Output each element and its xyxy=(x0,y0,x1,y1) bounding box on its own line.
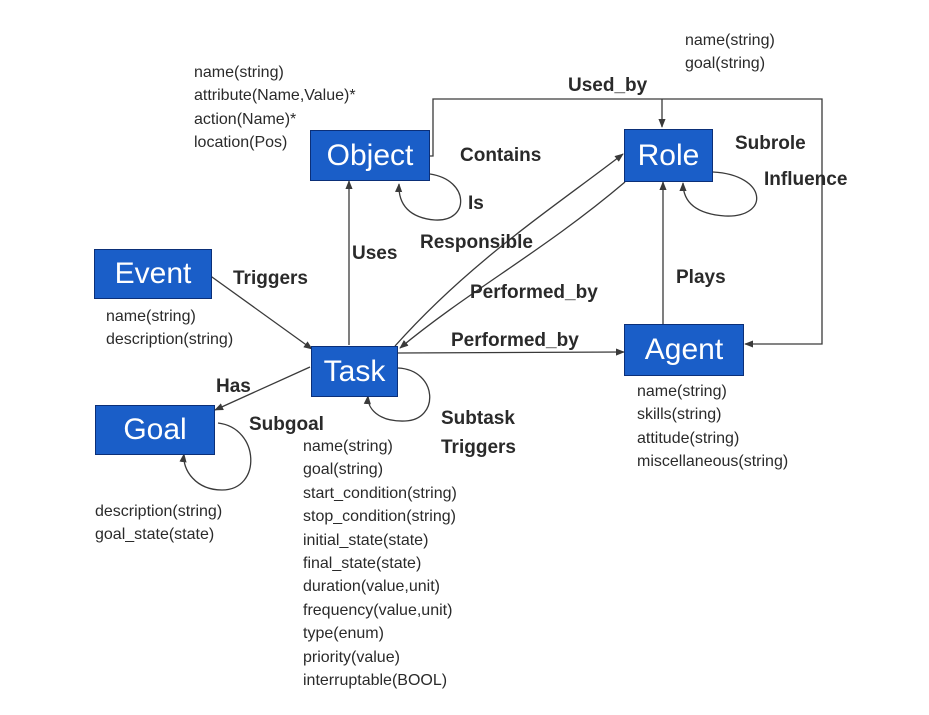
performed-by-role-label: Performed_by xyxy=(470,282,598,303)
subtask-label: Subtask xyxy=(441,408,515,429)
attribute-item: initial_state(state) xyxy=(303,531,429,549)
triggers-label: Triggers xyxy=(233,268,308,289)
is-label: Is xyxy=(468,193,484,214)
goal-self-loop xyxy=(179,422,252,491)
responsible-connector xyxy=(394,153,624,347)
attribute-item: duration(value,unit) xyxy=(303,578,440,596)
goal-entity[interactable]: Goal xyxy=(95,405,215,455)
attribute-item: start_condition(string) xyxy=(303,484,457,502)
role-entity[interactable]: Role xyxy=(624,129,713,182)
triggers-connector xyxy=(204,271,313,350)
object-entity[interactable]: Object xyxy=(310,130,430,181)
event-entity[interactable]: Event xyxy=(94,249,212,299)
attribute-item: attitude(string) xyxy=(637,429,740,447)
attribute-item: skills(string) xyxy=(637,406,722,424)
task-entity[interactable]: Task xyxy=(311,346,398,397)
task-self-loop xyxy=(363,367,431,422)
used-by-label: Used_by xyxy=(568,75,648,96)
object-attributes: name(string) attribute(Name,Value)* acti… xyxy=(194,61,356,155)
role-attributes: name(string) goal(string) xyxy=(685,29,775,76)
has-connector xyxy=(214,366,311,411)
attribute-item: location(Pos) xyxy=(194,134,288,152)
attribute-item: description(string) xyxy=(106,331,234,349)
role-self-loop xyxy=(679,171,758,217)
attribute-item: attribute(Name,Value)* xyxy=(194,87,356,105)
influence-label: Influence xyxy=(764,169,848,190)
agent-entity[interactable]: Agent xyxy=(624,324,744,376)
attribute-item: description(string) xyxy=(95,503,223,520)
agent-attributes: name(string) skills(string) attitude(str… xyxy=(637,380,788,474)
object-self-loop xyxy=(395,173,462,221)
attribute-item: action(Name)* xyxy=(194,110,297,128)
performed-by-role-connector xyxy=(399,181,626,349)
attribute-item: name(string) xyxy=(194,64,284,81)
contains-label: Contains xyxy=(460,145,542,166)
uses-label: Uses xyxy=(352,243,398,264)
plays-label: Plays xyxy=(676,267,726,288)
attribute-item: goal_state(state) xyxy=(95,526,215,544)
performed-by-agent-label: Performed_by xyxy=(451,330,579,351)
attribute-item: priority(value) xyxy=(303,648,400,666)
attribute-item: frequency(value,unit) xyxy=(303,601,453,619)
attribute-item: stop_condition(string) xyxy=(303,508,456,526)
attribute-item: goal(string) xyxy=(303,461,384,479)
attribute-item: miscellaneous(string) xyxy=(637,453,789,471)
subrole-label: Subrole xyxy=(735,133,806,154)
responsible-label: Responsible xyxy=(420,232,533,253)
goal-attributes: description(string) goal_state(state) xyxy=(95,500,222,547)
performed-by-agent-connector xyxy=(397,348,625,356)
attribute-item: goal(string) xyxy=(685,55,766,73)
attribute-item: name(string) xyxy=(685,32,775,49)
task-triggers-label: Triggers xyxy=(441,437,516,458)
attribute-item: type(enum) xyxy=(303,625,384,643)
attribute-item: name(string) xyxy=(637,383,727,400)
attribute-item: final_state(state) xyxy=(303,555,422,573)
subgoal-label: Subgoal xyxy=(249,414,324,435)
attribute-item: name(string) xyxy=(106,308,196,325)
used-by-connector xyxy=(430,98,823,348)
attribute-item: interruptable(BOOL) xyxy=(303,672,448,690)
event-attributes: name(string) description(string) xyxy=(106,305,233,352)
task-attributes: name(string) goal(string) start_conditio… xyxy=(303,435,457,692)
has-label: Has xyxy=(216,376,251,397)
attribute-item: name(string) xyxy=(303,438,393,455)
